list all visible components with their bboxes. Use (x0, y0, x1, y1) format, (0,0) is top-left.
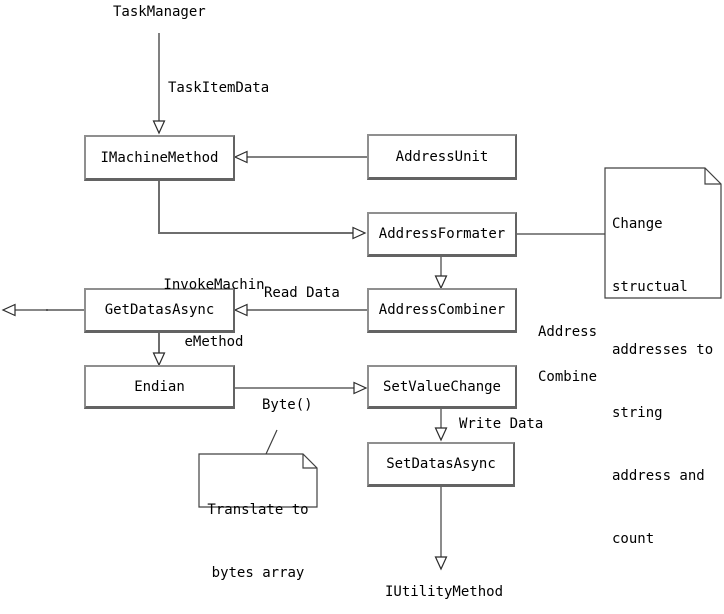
node-imachinemethod[interactable]: IMachineMethod (84, 135, 235, 181)
edge-endian-to-setvaluechange (235, 381, 368, 395)
note-change-addresses[interactable]: Change structual addresses to string add… (612, 172, 718, 592)
note-change-line1: Change (612, 216, 663, 232)
note-change-line3: addresses to (612, 342, 714, 358)
node-setdatasasync[interactable]: SetDatasAsync (367, 442, 515, 487)
node-setvaluechange[interactable]: SetValueChange (367, 365, 517, 409)
edge-setdatasasync-to-iutilitymethod (434, 487, 448, 571)
label-address-combine[interactable]: Address Combine (538, 295, 597, 415)
node-getdatasasync-label: GetDatasAsync (104, 302, 215, 318)
note-change-line2: structual (612, 279, 688, 295)
node-addresscombiner[interactable]: AddressCombiner (367, 288, 517, 333)
node-addressunit-label: AddressUnit (395, 148, 489, 165)
label-iutilitymethod[interactable]: IUtilityMethod (385, 584, 504, 600)
node-endian-label: Endian (134, 378, 185, 395)
note-translate-line1: Translate to (207, 502, 309, 518)
node-addresscombiner-label: AddressCombiner (378, 302, 506, 318)
note-leader-line (265, 429, 278, 455)
note-change-line5: address and (612, 468, 705, 484)
edge-addressformater-to-addresscombiner (434, 257, 448, 290)
node-setvaluechange-label: SetValueChange (382, 378, 501, 395)
label-invokemachinemethod-line2: eMethod (184, 334, 244, 350)
label-byte[interactable]: Byte() (262, 397, 313, 413)
note-translate-line2: bytes array (211, 565, 305, 581)
label-invokemachinemethod-line1: InvokeMachin (163, 277, 265, 293)
label-write-data[interactable]: Write Data (459, 416, 544, 432)
node-setdatasasync-label: SetDatasAsync (386, 456, 496, 472)
note-change-line6: count (612, 531, 655, 547)
note-change-addresses-shape (604, 167, 722, 299)
label-address-combine-line2: Combine (538, 369, 598, 385)
note-translate-bytes-shape (198, 429, 318, 508)
label-read-data[interactable]: Read Data (264, 285, 340, 301)
edge-addressunit-to-imachinemethod (233, 150, 367, 164)
node-addressunit[interactable]: AddressUnit (367, 134, 517, 180)
node-endian[interactable]: Endian (84, 365, 235, 409)
label-invokemachinemethod[interactable]: InvokeMachin eMethod (154, 238, 274, 390)
node-addressformater-label: AddressFormater (378, 226, 506, 242)
edge-setvaluechange-to-setdatasasync (434, 409, 448, 442)
node-imachinemethod-label: IMachineMethod (100, 149, 219, 166)
edge-imachinemethod-to-addressformater (158, 181, 367, 240)
label-taskitemdata[interactable]: TaskItemData (168, 80, 270, 96)
node-getdatasasync[interactable]: GetDatasAsync (84, 288, 235, 333)
node-addressformater[interactable]: AddressFormater (367, 212, 517, 257)
edge-getdatasasync-to-external (1, 303, 84, 317)
note-change-line4: string (612, 405, 663, 421)
edge-getdatasasync-to-endian (152, 333, 166, 367)
label-address-combine-line1: Address (538, 324, 598, 340)
label-taskmanager[interactable]: TaskManager (113, 4, 206, 20)
edge-addresscombiner-to-getdatasasync (233, 303, 367, 317)
note-translate-bytes[interactable]: Translate to bytes array (199, 458, 317, 614)
edge-taskmanager-to-imachinemethod (152, 33, 166, 135)
